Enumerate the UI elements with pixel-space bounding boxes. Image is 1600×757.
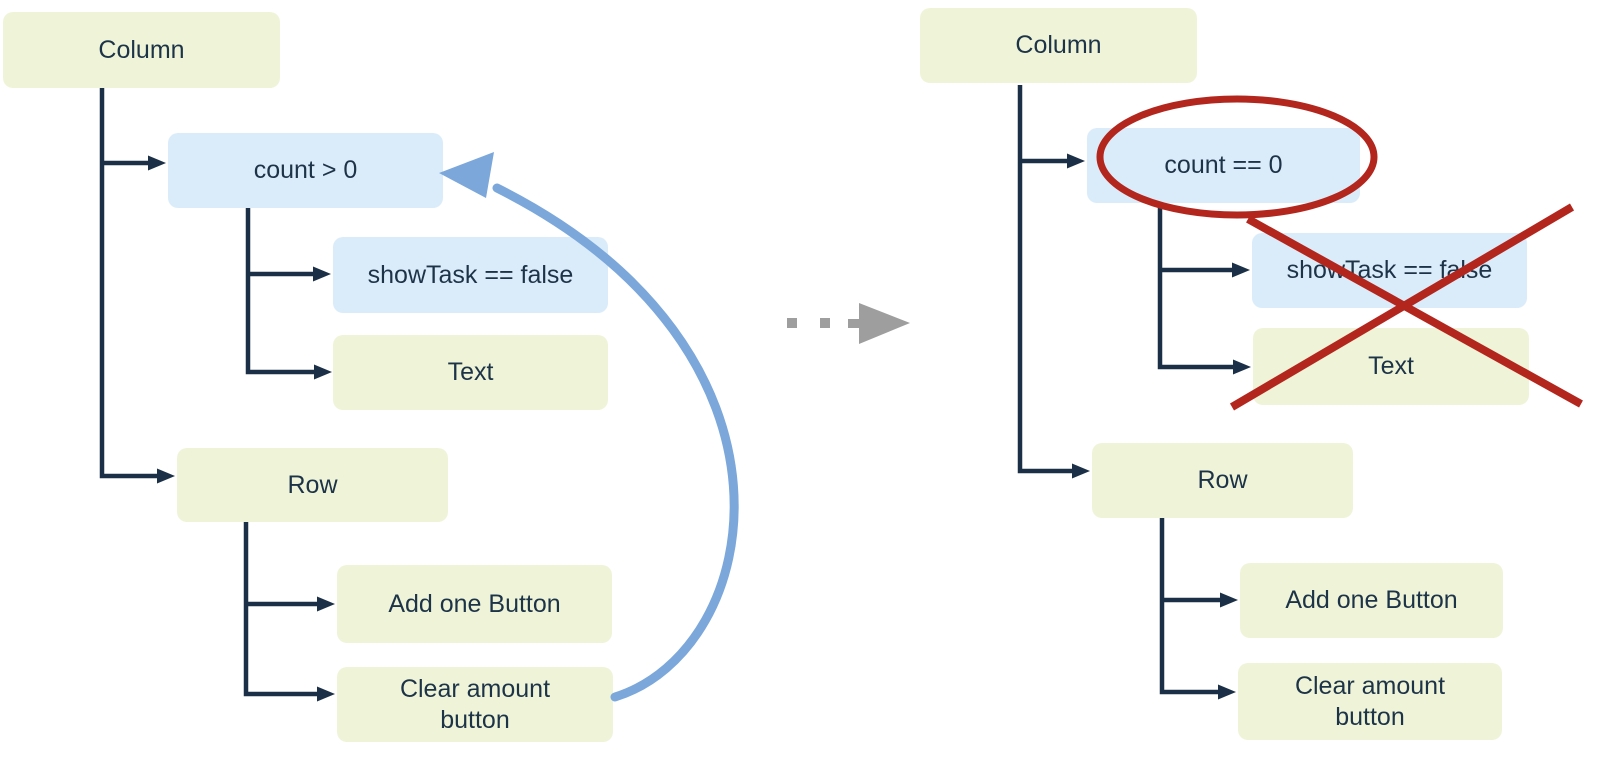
left-text-node: Text	[333, 335, 608, 410]
arrowhead-icon	[157, 468, 175, 484]
right-row-trunk	[1159, 518, 1221, 695]
right-add-one-button-node: Add one Button	[1240, 563, 1503, 638]
loop-arrowhead-icon	[439, 152, 494, 198]
arrowhead-icon	[314, 364, 332, 380]
right-column-node: Column	[920, 8, 1197, 83]
left-condition-trunk	[245, 208, 318, 375]
right-text-node: Text	[1253, 328, 1529, 405]
tree-connector-arrowheads	[148, 153, 1251, 702]
arrowhead-icon	[148, 155, 166, 171]
right-condition-node: count == 0	[1087, 128, 1360, 203]
arrowhead-icon	[1067, 153, 1085, 169]
arrowhead-icon	[1232, 262, 1250, 278]
right-column-trunk	[1017, 85, 1075, 474]
right-showtask-node: showTask == false	[1252, 233, 1527, 308]
transition-dot	[787, 318, 797, 328]
right-row-node: Row	[1092, 443, 1353, 518]
left-clear-amount-button-node: Clear amount button	[337, 667, 613, 742]
left-showtask-node: showTask == false	[333, 237, 608, 313]
left-column-trunk	[99, 88, 160, 479]
arrowhead-icon	[317, 686, 335, 702]
left-row-trunk	[243, 522, 320, 697]
arrowhead-icon	[1218, 684, 1236, 700]
transition-arrowhead-icon	[859, 303, 910, 344]
right-clear-amount-button-node: Clear amount button	[1238, 663, 1502, 740]
arrowhead-icon	[1072, 463, 1090, 479]
left-row-node: Row	[177, 448, 448, 522]
right-condition-trunk	[1157, 203, 1236, 370]
transition-arrow-icon	[787, 303, 910, 344]
arrowhead-icon	[313, 266, 331, 282]
transition-dash	[848, 319, 862, 328]
left-condition-node: count > 0	[168, 133, 443, 208]
arrowhead-icon	[1233, 359, 1251, 375]
left-add-one-button-node: Add one Button	[337, 565, 612, 643]
left-column-node: Column	[3, 12, 280, 88]
arrowhead-icon	[1220, 592, 1238, 608]
arrowhead-icon	[317, 596, 335, 612]
transition-dot	[820, 318, 830, 328]
